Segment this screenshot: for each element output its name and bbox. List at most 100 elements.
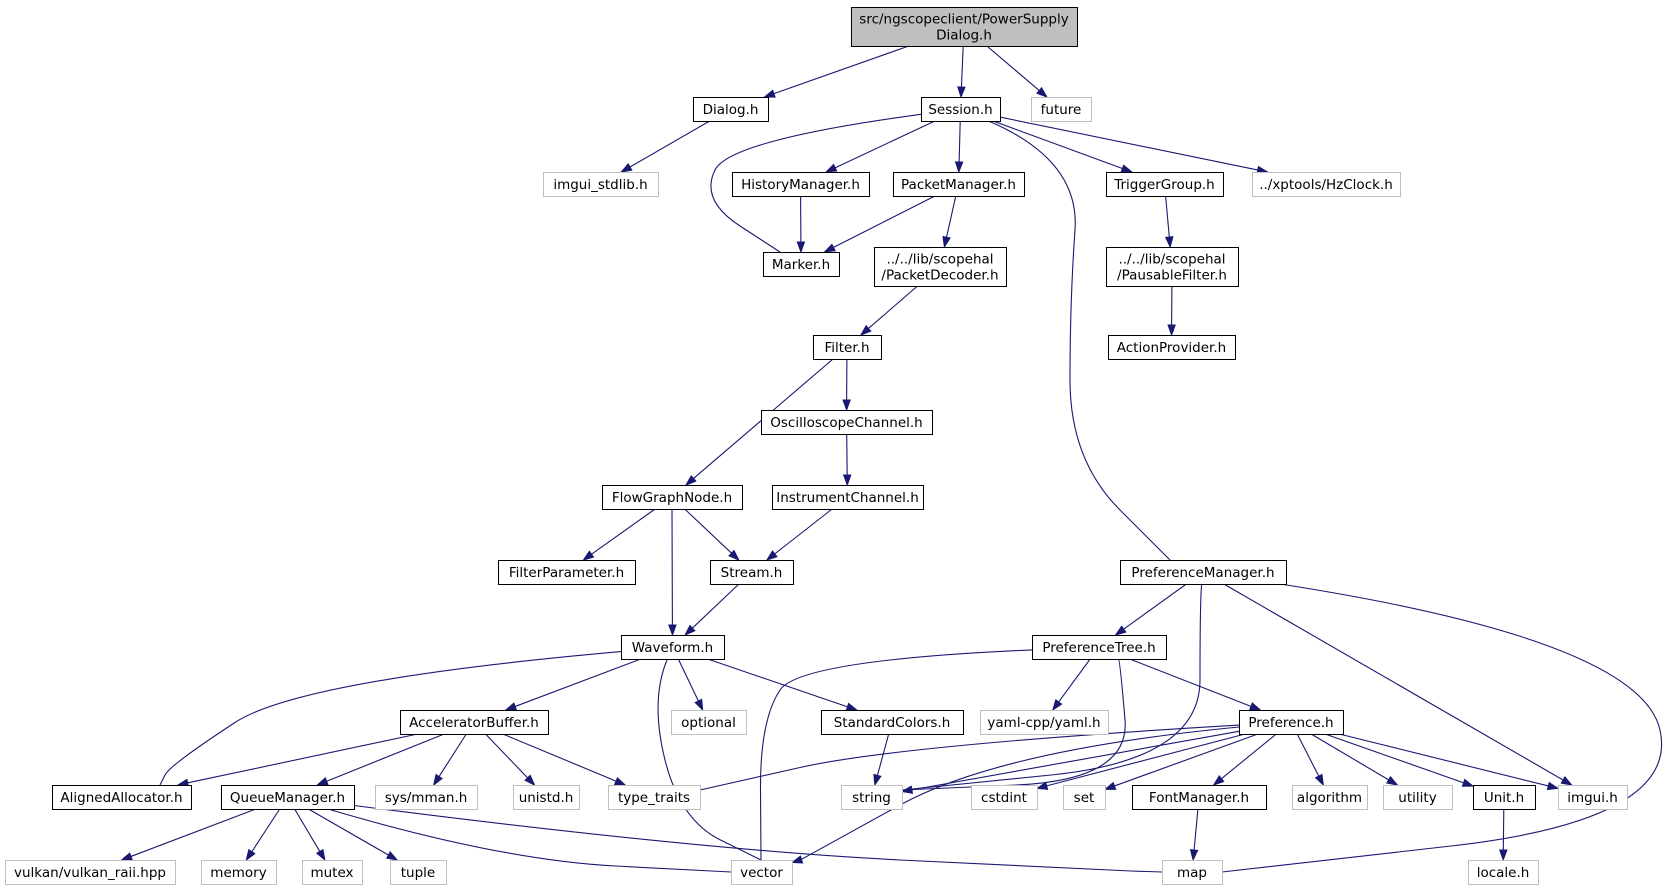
edge-line [1129, 658, 1253, 708]
edge-line [867, 285, 918, 330]
node-queuemgr[interactable]: QueueManager.h [221, 785, 355, 810]
edge-waveform-to-accelbuf [504, 658, 641, 711]
node-map[interactable]: map [1162, 860, 1223, 885]
node-box [5, 860, 176, 885]
edge-line [1057, 658, 1091, 704]
node-unit[interactable]: Unit.h [1473, 785, 1536, 810]
edge-arrowhead [1212, 775, 1225, 786]
node-oscchan[interactable]: OscilloscopeChannel.h [761, 410, 933, 435]
node-action[interactable]: ActionProvider.h [1108, 335, 1236, 360]
node-filter[interactable]: Filter.h [813, 335, 882, 360]
edge-line [910, 730, 1240, 791]
edge-arrowhead [668, 624, 677, 637]
edge-stdcolors-to-string [873, 733, 890, 787]
node-label: algorithm [1297, 790, 1362, 806]
node-cstdint[interactable]: cstdint [971, 785, 1038, 810]
edge-line [1310, 733, 1390, 781]
node-future[interactable]: future [1031, 97, 1092, 122]
edge-pausable-to-action [1167, 285, 1176, 337]
node-pausable[interactable]: ../../lib/scopehal/PausableFilter.h [1106, 247, 1239, 287]
node-label: set [1074, 790, 1095, 806]
node-marker[interactable]: Marker.h [763, 252, 840, 277]
node-box [821, 710, 964, 735]
node-imgui_stdlib[interactable]: imgui_stdlib.h [543, 172, 659, 197]
node-typetraits[interactable]: type_traits [608, 785, 701, 810]
node-hzclock[interactable]: ../xptools/HzClock.h [1252, 172, 1401, 197]
node-session[interactable]: Session.h [921, 97, 1001, 122]
edge-arrowhead [1035, 781, 1049, 790]
node-box [543, 172, 659, 197]
node-box [1558, 785, 1628, 810]
node-label: Session.h [928, 102, 992, 118]
node-label: cstdint [981, 790, 1027, 806]
node-vector[interactable]: vector [731, 860, 793, 885]
edge-line [514, 658, 641, 708]
edge-root-to-session [957, 45, 966, 99]
edge-packetdecoder-to-filter [859, 285, 918, 336]
node-utility[interactable]: utility [1383, 785, 1453, 810]
node-label: PreferenceTree.h [1042, 640, 1155, 656]
node-box [302, 860, 363, 885]
node-stdcolors[interactable]: StandardColors.h [821, 710, 964, 735]
edge-arrowhead [684, 624, 696, 637]
node-filterparam[interactable]: FilterParameter.h [498, 560, 636, 585]
node-memory[interactable]: memory [201, 860, 277, 885]
node-history[interactable]: HistoryManager.h [732, 172, 870, 197]
edge-line [677, 658, 700, 703]
node-unistd[interactable]: unistd.h [513, 785, 580, 810]
edge-line [945, 195, 957, 239]
node-accelbuf[interactable]: AcceleratorBuffer.h [400, 710, 549, 735]
node-packetmgr[interactable]: PacketManager.h [893, 172, 1025, 197]
edge-line [438, 733, 467, 778]
node-label: /PacketDecoder.h [881, 268, 998, 284]
node-label: memory [210, 865, 266, 881]
node-box [1239, 710, 1344, 735]
edge-arrowhead [684, 474, 697, 486]
edge-line [800, 726, 1240, 861]
node-box [893, 172, 1025, 197]
node-stream[interactable]: Stream.h [710, 560, 794, 585]
node-label: optional [681, 715, 736, 731]
node-preference[interactable]: Preference.h [1239, 710, 1344, 735]
node-box [390, 860, 447, 885]
edge-line [986, 45, 1041, 92]
edge-arrowhead [504, 702, 518, 711]
node-box [1252, 172, 1401, 197]
node-fontmgr[interactable]: FontManager.h [1132, 785, 1267, 810]
edge-arrowhead [315, 777, 329, 786]
edge-line [327, 808, 732, 873]
graph-edges [120, 45, 1663, 873]
node-box [52, 785, 192, 810]
node-prefmgr[interactable]: PreferenceManager.h [1120, 560, 1287, 585]
node-box [375, 785, 478, 810]
node-algorithm[interactable]: algorithm [1292, 785, 1368, 810]
node-tuple[interactable]: tuple [390, 860, 447, 885]
node-packetdecoder[interactable]: ../../lib/scopehal/PacketDecoder.h [874, 247, 1007, 287]
edge-prefmgr-to-map [1221, 583, 1663, 873]
node-preftree[interactable]: PreferenceTree.h [1032, 635, 1167, 660]
node-string[interactable]: string [841, 785, 903, 810]
node-alignedalloc[interactable]: AlignedAllocator.h [52, 785, 192, 810]
edge-line [1113, 733, 1259, 787]
edge-line [502, 733, 618, 783]
edge-line [1122, 583, 1187, 631]
node-yamlcpp[interactable]: yaml-cpp/yaml.h [980, 710, 1109, 735]
node-vulkanraii[interactable]: vulkan/vulkan_raii.hpp [5, 860, 176, 885]
node-sysmman[interactable]: sys/mman.h [375, 785, 478, 810]
node-optional[interactable]: optional [671, 710, 747, 735]
node-set[interactable]: set [1063, 785, 1106, 810]
edge-arrowhead [1167, 324, 1176, 337]
node-imgui[interactable]: imgui.h [1558, 785, 1628, 810]
node-locale[interactable]: locale.h [1468, 860, 1539, 885]
node-box [221, 785, 355, 810]
node-flowgraph[interactable]: FlowGraphNode.h [602, 485, 743, 510]
node-triggergroup[interactable]: TriggerGroup.h [1106, 172, 1224, 197]
node-instchan[interactable]: InstrumentChannel.h [772, 485, 924, 510]
node-mutex[interactable]: mutex [302, 860, 363, 885]
edge-line [833, 120, 936, 169]
node-waveform[interactable]: Waveform.h [621, 635, 725, 660]
edge-arrowhead [823, 243, 836, 253]
node-box [971, 785, 1038, 810]
node-dialog[interactable]: Dialog.h [693, 97, 769, 122]
